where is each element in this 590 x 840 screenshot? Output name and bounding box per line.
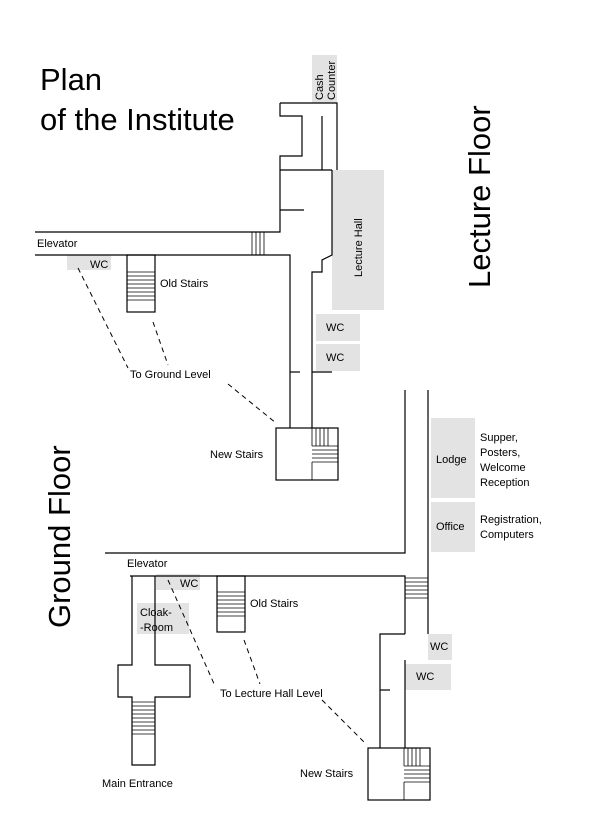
to-ground-level-label: To Ground Level — [130, 369, 211, 381]
lecture-hall-room — [332, 170, 384, 310]
office-label: Office — [436, 521, 465, 533]
wall — [105, 390, 406, 554]
cash-counter-label-1: Cash — [314, 74, 326, 100]
ground-floor-heading: Ground Floor — [42, 445, 77, 628]
main-entrance-label: Main Entrance — [102, 778, 173, 790]
elevator-label: Elevator — [127, 558, 168, 570]
wc-label: WC — [430, 641, 448, 653]
wc-room — [405, 664, 451, 690]
elevator-label: Elevator — [37, 238, 78, 250]
office-note-line: Registration, — [480, 514, 542, 526]
guide-line — [243, 639, 261, 685]
old-stairs-ground — [216, 575, 246, 633]
wc-label: WC — [326, 352, 344, 364]
lecture-floor-heading: Lecture Floor — [462, 105, 497, 288]
wc-room — [67, 255, 111, 270]
entrance-stairs — [132, 701, 155, 735]
lodge-note-line: Posters, — [480, 447, 520, 459]
lodge-note-line: Supper, — [480, 432, 518, 444]
cash-counter-label-2: Counter — [326, 61, 338, 100]
cloakroom-label-1: Cloak- — [140, 607, 172, 619]
ground-floor-plan: Lodge Supper, Posters, Welcome Reception… — [102, 390, 542, 801]
guide-line — [321, 699, 367, 745]
wall — [117, 576, 191, 766]
new-stairs-label: New Stairs — [210, 449, 264, 461]
wc-room — [316, 314, 360, 341]
lecture-hall-label: Lecture Hall — [353, 218, 365, 277]
corridor-steps — [251, 232, 265, 255]
wc-room — [316, 344, 360, 371]
wc-label: WC — [416, 671, 434, 683]
corridor-steps — [405, 577, 428, 599]
wall — [311, 116, 333, 428]
old-stairs-lecture — [126, 254, 156, 313]
lodge-label: Lodge — [436, 454, 467, 466]
lodge-note-line: Welcome — [480, 462, 526, 474]
old-stairs-label: Old Stairs — [250, 598, 299, 610]
lecture-floor-plan: Cash Counter Lecture Hall Elevator WC WC… — [35, 55, 384, 481]
guide-line — [152, 321, 169, 366]
lodge-room — [431, 418, 475, 498]
wall — [280, 169, 332, 211]
old-stairs-label: Old Stairs — [160, 278, 209, 290]
wall — [312, 102, 338, 170]
guide-line — [77, 267, 129, 369]
plan-title-line2: of the Institute — [40, 102, 235, 137]
office-note-line: Computers — [480, 529, 534, 541]
office-room — [431, 502, 475, 552]
wc-room — [428, 634, 452, 660]
to-lecture-hall-level-label: To Lecture Hall Level — [220, 688, 323, 700]
cloakroom-label-2: -Room — [140, 622, 173, 634]
plan-title-line1: Plan — [40, 62, 102, 97]
wall — [35, 102, 312, 428]
guide-line — [167, 579, 216, 687]
wc-label: WC — [326, 322, 344, 334]
wc-label: WC — [90, 259, 108, 271]
guide-line — [227, 383, 277, 424]
cash-counter-room — [312, 55, 337, 103]
new-stairs-lecture — [275, 427, 339, 481]
lodge-note-line: Reception — [480, 477, 530, 489]
wall — [379, 633, 405, 748]
new-stairs-label: New Stairs — [300, 768, 354, 780]
wc-room — [156, 574, 200, 590]
wc-label: WC — [180, 578, 198, 590]
new-stairs-ground — [367, 747, 431, 801]
